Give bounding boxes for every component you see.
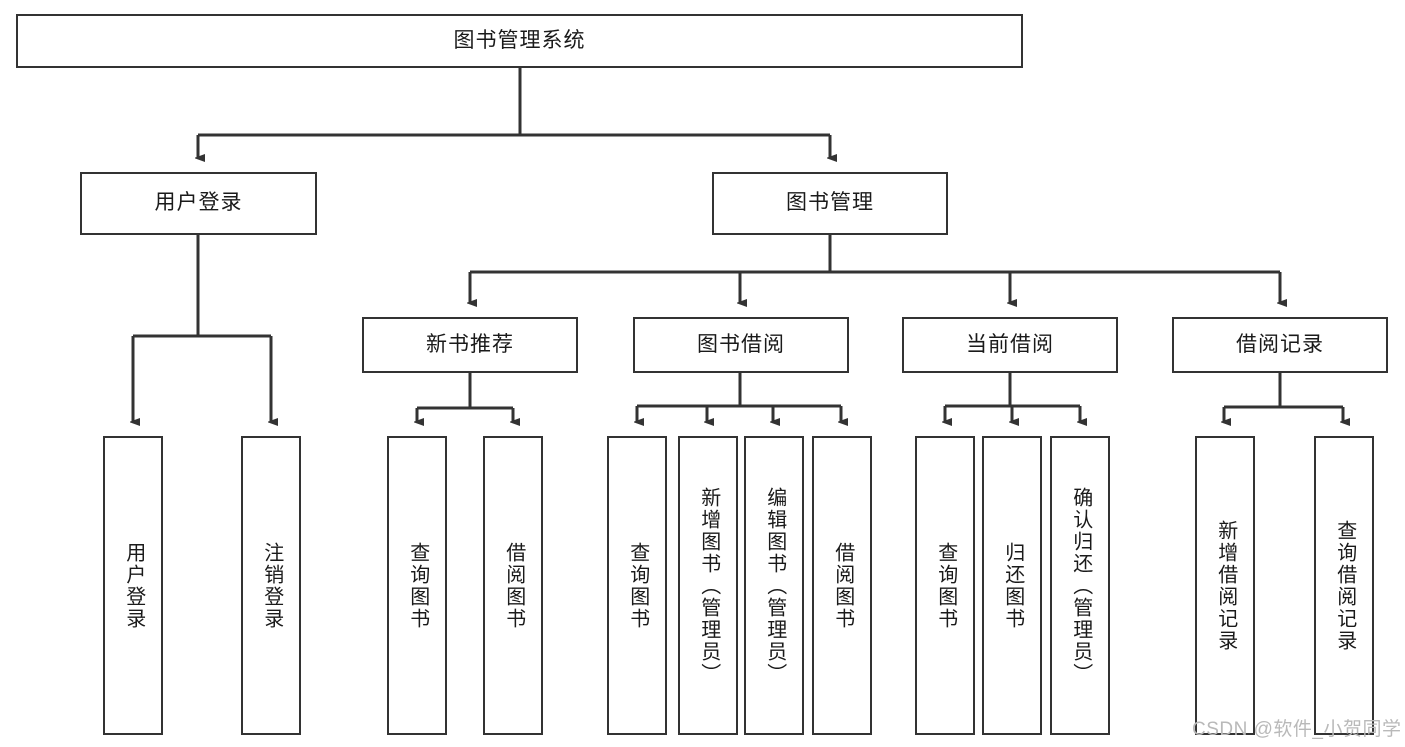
node-current-borrow[interactable]: 当前借阅 xyxy=(902,317,1118,373)
node-label: 图书管理系统 xyxy=(453,28,586,52)
leaf-add-borrow-record[interactable]: 新增借阅记录 xyxy=(1195,436,1255,735)
leaf-add-book-admin[interactable]: 新增图书（管理员） xyxy=(678,436,738,735)
leaf-query-borrow-record[interactable]: 查询借阅记录 xyxy=(1314,436,1374,735)
node-label: 新增图书（管理员） xyxy=(697,486,720,685)
leaf-user-login[interactable]: 用户登录 xyxy=(103,436,163,735)
csdn-watermark: CSDN @软件_小贺同学 xyxy=(1192,719,1402,740)
node-label: 借阅图书 xyxy=(831,541,854,630)
node-label: 用户登录 xyxy=(122,541,145,630)
node-label: 查询借阅记录 xyxy=(1333,519,1356,652)
node-label: 归还图书 xyxy=(1001,541,1024,630)
leaf-edit-book-admin[interactable]: 编辑图书（管理员） xyxy=(744,436,804,735)
node-book-management[interactable]: 图书管理 xyxy=(712,172,948,235)
node-label: 借阅图书 xyxy=(502,541,525,630)
leaf-borrow-book-recommend[interactable]: 借阅图书 xyxy=(483,436,543,735)
node-label: 用户登录 xyxy=(154,191,243,215)
leaf-logout[interactable]: 注销登录 xyxy=(241,436,301,735)
node-book-borrow[interactable]: 图书借阅 xyxy=(633,317,849,373)
node-label: 确认归还（管理员） xyxy=(1069,486,1092,685)
node-label: 图书管理 xyxy=(786,191,874,215)
node-label: 新增借阅记录 xyxy=(1214,519,1237,652)
node-label: 借阅记录 xyxy=(1236,332,1324,356)
node-new-book-recommend[interactable]: 新书推荐 xyxy=(362,317,578,373)
node-borrow-record[interactable]: 借阅记录 xyxy=(1172,317,1388,373)
leaf-return-book[interactable]: 归还图书 xyxy=(982,436,1042,735)
node-label: 编辑图书（管理员） xyxy=(763,486,786,685)
node-label: 新书推荐 xyxy=(426,332,514,356)
node-label: 查询图书 xyxy=(626,541,649,630)
node-label: 查询图书 xyxy=(406,541,429,630)
node-label: 注销登录 xyxy=(260,541,283,630)
leaf-query-book-recommend[interactable]: 查询图书 xyxy=(387,436,447,735)
node-root-book-management-system[interactable]: 图书管理系统 xyxy=(16,14,1023,68)
leaf-confirm-return-admin[interactable]: 确认归还（管理员） xyxy=(1050,436,1110,735)
node-label: 当前借阅 xyxy=(966,332,1054,356)
leaf-query-book-borrow[interactable]: 查询图书 xyxy=(607,436,667,735)
leaf-borrow-book[interactable]: 借阅图书 xyxy=(812,436,872,735)
node-label: 查询图书 xyxy=(934,541,957,630)
node-label: 图书借阅 xyxy=(697,332,785,356)
node-user-login[interactable]: 用户登录 xyxy=(80,172,317,235)
leaf-query-book-current[interactable]: 查询图书 xyxy=(915,436,975,735)
